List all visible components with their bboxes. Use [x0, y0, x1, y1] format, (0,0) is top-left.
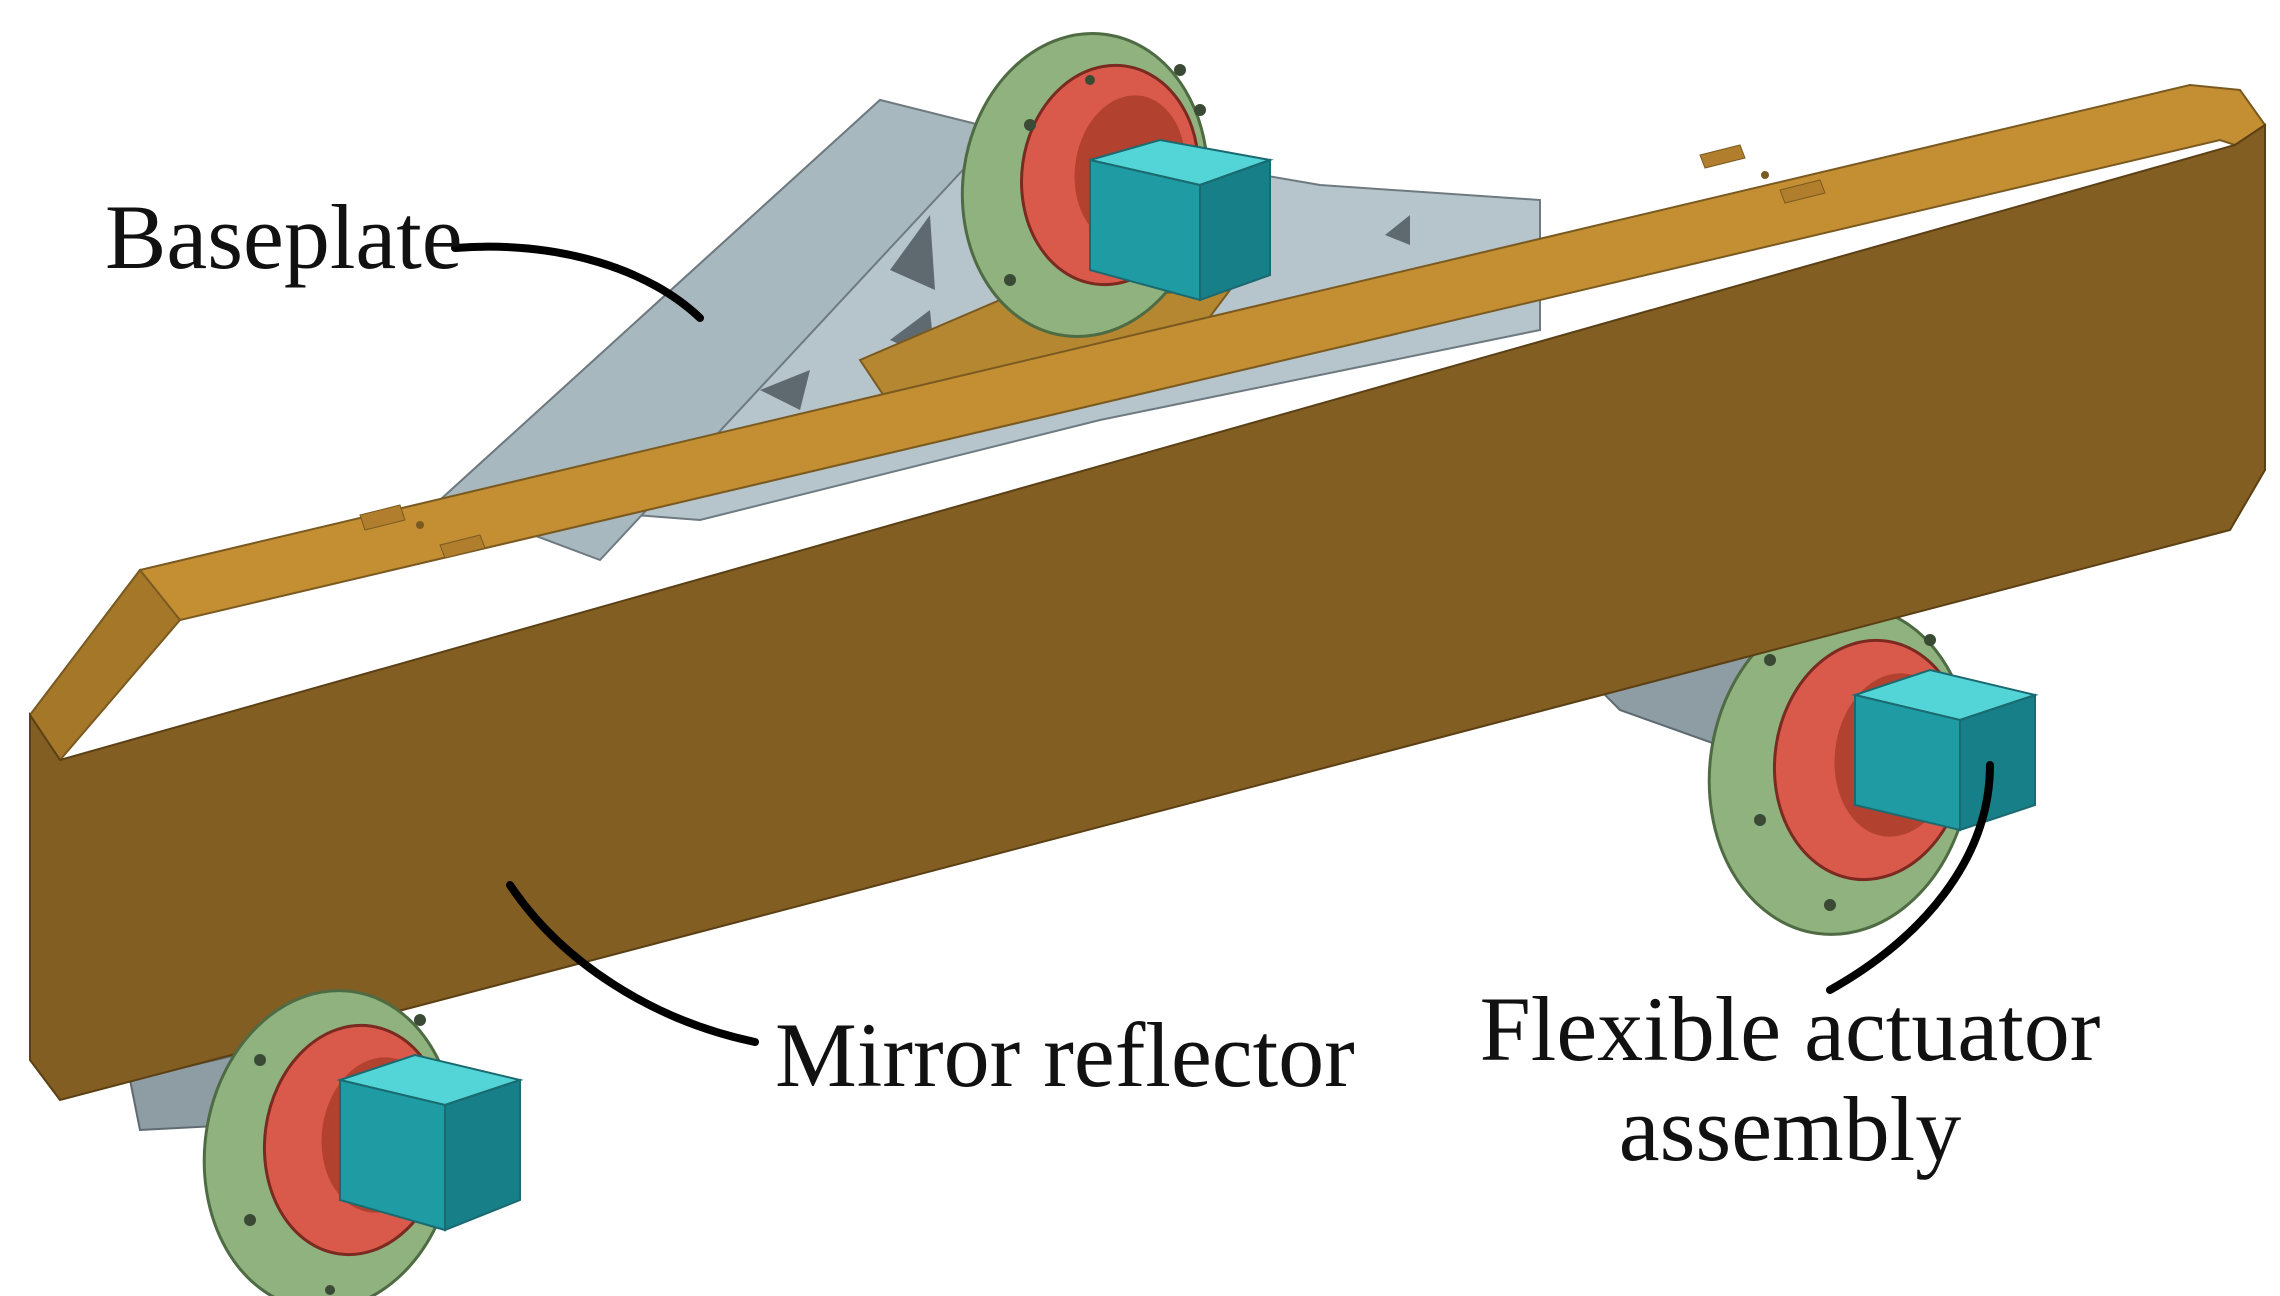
- actuator-top: [960, 32, 1274, 338]
- mirror-front-face: [29, 123, 2266, 1102]
- actuator-right: [1707, 604, 2039, 936]
- baseplate-label: Baseplate: [105, 186, 463, 288]
- baseplate-frame-side: [438, 98, 1002, 562]
- actuator-label-line2: assembly: [1619, 1078, 1961, 1180]
- actuator-leader: [1826, 761, 1994, 994]
- actuator-right-motor-front: [1854, 693, 1961, 832]
- actuator-label-line1: Flexible actuator: [1480, 978, 2101, 1080]
- mirror-reflector: [28, 83, 2267, 1102]
- mirror-leader: [506, 881, 759, 1046]
- actuator-bottom-left: [202, 989, 524, 1296]
- baseplate-leader: [451, 242, 704, 322]
- mirror-reflector-label: Mirror reflector: [775, 1004, 1355, 1106]
